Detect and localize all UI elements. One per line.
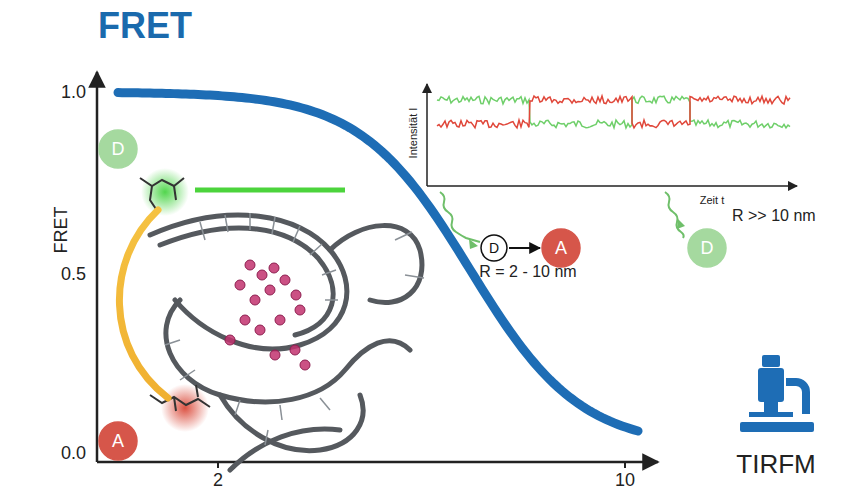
tick: [217, 462, 219, 468]
distance-line: [195, 188, 345, 193]
distance-label: R >> 10 nm: [732, 207, 816, 225]
fret-arc: [119, 210, 168, 398]
dye-circle: A: [98, 421, 138, 461]
dye-letter: D: [701, 239, 714, 257]
axis-title: Zeit t: [700, 194, 724, 206]
wave-head: [469, 239, 478, 249]
tick-label: 2: [213, 471, 223, 491]
title: FRET: [98, 6, 192, 46]
dye-circle: A: [541, 228, 581, 268]
dye-letter: A: [112, 432, 124, 450]
axis-title: FRET: [52, 207, 72, 254]
donor-dye: [141, 168, 189, 216]
dye-letter: D: [112, 140, 125, 158]
dye-letter: D: [489, 241, 499, 255]
axis-title: Intensität I: [407, 108, 419, 159]
inset-y-axis: [426, 84, 428, 186]
tick-label: 0.5: [61, 265, 86, 285]
tick: [624, 462, 626, 468]
dye-circle: D: [98, 129, 138, 169]
tick-label: 1.0: [61, 83, 86, 103]
acceptor-dye: [161, 384, 209, 432]
wave-head: [677, 219, 685, 229]
donor-molecule: [140, 178, 184, 212]
dye-circle: D: [480, 234, 508, 262]
rna-structure: [150, 215, 422, 470]
acceptor-trace: [437, 96, 790, 128]
x-axis: [97, 461, 658, 464]
transfer-arrow: [509, 247, 540, 249]
tick-label: 0.0: [61, 444, 86, 464]
instrument-label: TIRFM: [736, 450, 815, 479]
dye-circle: D: [687, 228, 727, 268]
y-axis: [96, 72, 99, 462]
tick-label: 10: [615, 471, 635, 491]
ligand: [225, 260, 310, 370]
fret-curve: [118, 93, 638, 431]
microscope-icon: [740, 355, 814, 432]
inset-x-axis: [427, 185, 797, 187]
dye-letter: A: [555, 239, 567, 257]
donor-trace: [437, 96, 790, 128]
